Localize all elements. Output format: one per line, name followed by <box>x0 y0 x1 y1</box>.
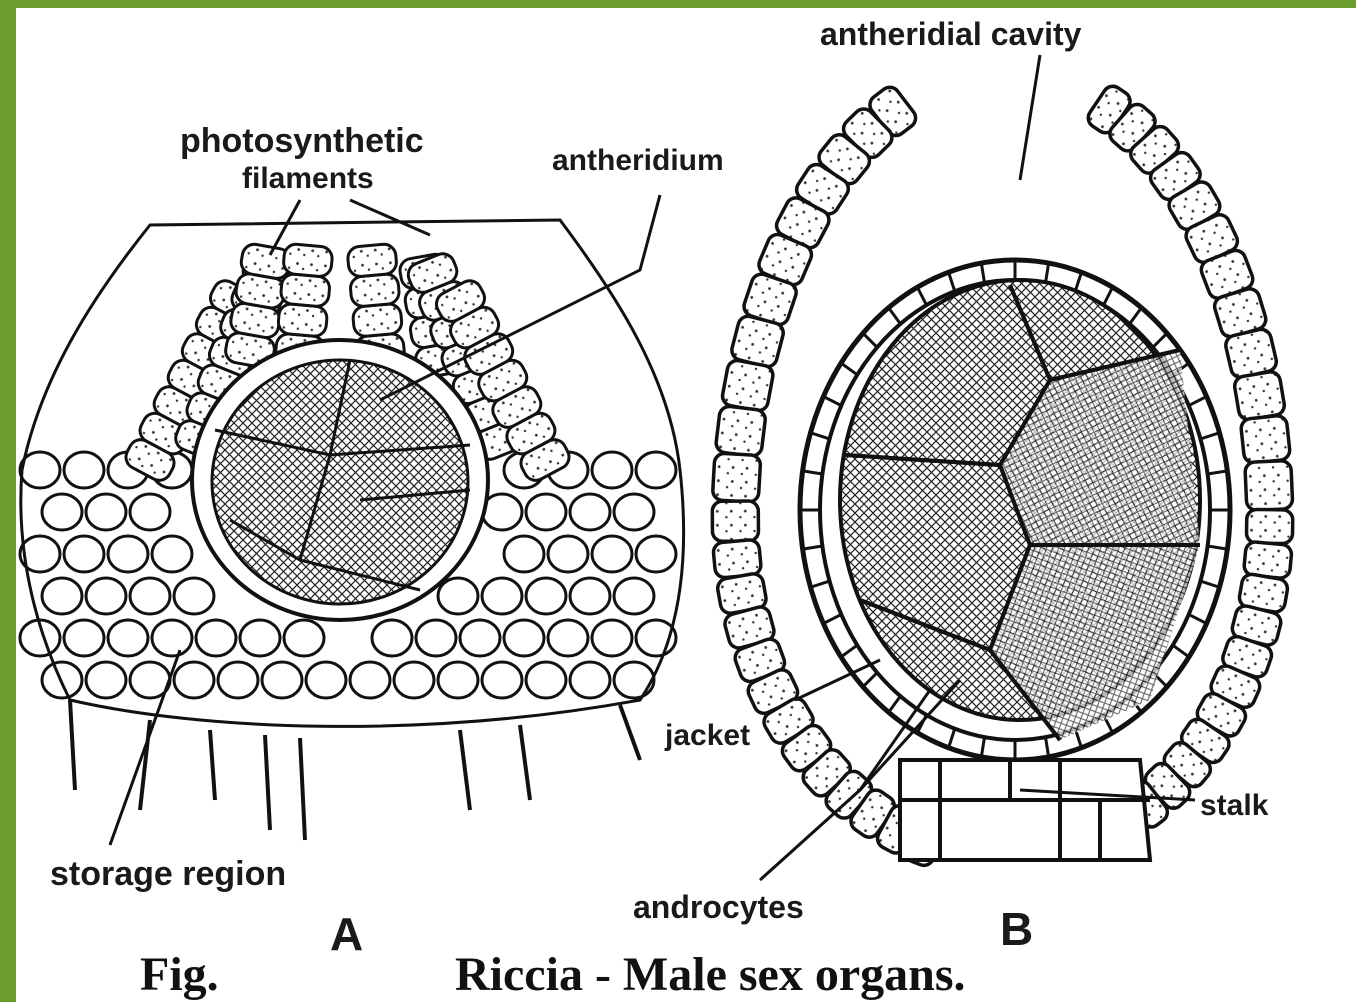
label-filaments: filaments <box>242 162 374 195</box>
panel-letter-b: B <box>1000 903 1033 955</box>
label-androcytes: androcytes <box>633 889 804 925</box>
caption-prefix: Fig. <box>140 948 219 1001</box>
caption-title: Riccia - Male sex organs. <box>455 948 966 1001</box>
antheridium-b <box>800 260 1230 760</box>
label-antheridium: antheridium <box>552 144 724 177</box>
antheridium-a <box>192 340 488 620</box>
panel-a: photosynthetic filaments antheridium sto… <box>20 122 724 960</box>
panel-letter-a: A <box>330 908 363 960</box>
panel-b: antheridial cavity jacket stalk androcyt… <box>633 16 1293 955</box>
label-antheridial-cavity: antheridial cavity <box>820 16 1082 52</box>
label-stalk: stalk <box>1200 789 1269 822</box>
label-jacket: jacket <box>664 719 750 752</box>
stalk <box>900 760 1150 860</box>
label-photosynthetic: photosynthetic <box>180 122 424 160</box>
label-storage-region: storage region <box>50 855 286 893</box>
